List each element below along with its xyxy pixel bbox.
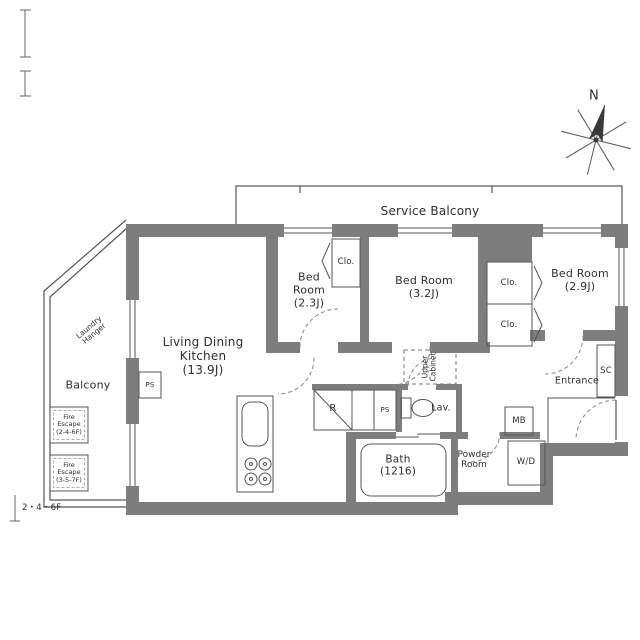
label-shoe-closet: SC [600,365,612,376]
room-label-balcony: Balcony [65,378,111,392]
kitchen-sink [241,401,269,447]
closet-box-lower [486,303,533,347]
north-label: N [589,88,599,104]
room-label-bed-room-3: Bed Room (2.9J) [551,267,609,293]
bathtub [360,443,447,497]
pipe-space-mid-box [373,389,397,431]
stove-burner [258,472,272,486]
ldk-door-arc [277,357,315,395]
room-label-ldk: Living Dining Kitchen (13.9J) [162,334,244,378]
label-closet-bed1: Clo. [337,256,355,267]
lav-door-arc [407,357,437,387]
shoe-closet-box [596,344,616,398]
room-label-bed-room-1: Bed Room (2.3J) [292,270,326,310]
pipe-space-left-box [138,371,162,399]
label-closet-upper: Clo. [500,277,518,288]
washer-dryer-box [507,440,546,486]
label-meter-box: MB [512,415,526,426]
meter-box [504,406,534,436]
room-label-bath: Bath (1216) [379,453,417,478]
wall-openings [126,224,628,486]
stove-burner [244,472,258,486]
entrance-step-line [547,397,615,443]
room-label-powder-room: Powder Room [457,449,491,470]
label-upper-cabinet: Upper Cabinet [420,352,438,382]
front-door-arc [575,399,617,441]
windows [129,227,625,486]
label-pipe-space-mid: PS [380,405,390,414]
bedroom1-door-arc [299,308,339,348]
stove-burner [258,457,272,471]
room-label-service-balcony: Service Balcony [380,203,480,218]
compass-icon [560,104,632,176]
toilet-bowl [411,399,435,417]
fire-escape-hatches [49,406,89,492]
label-fire-escape-upper: Fire Escape (2-4-6F) [56,413,82,436]
balcony-outline [43,219,128,508]
dimension-marks [10,9,31,522]
label-fridge: R [329,403,337,415]
closet-box-bed1 [331,238,361,288]
upper-cabinet-outline [403,349,457,385]
label-fire-escape-lower: Fire Escape (3-5-7F) [56,461,82,484]
label-closet-lower: Clo. [500,319,518,330]
door-arcs [277,308,617,463]
fixtures [138,238,616,497]
room-label-lav: Lav. [431,402,451,414]
room-label-bed-room-2: Bed Room (3.2J) [395,274,453,300]
toilet-tank [400,397,412,419]
stove-burner [244,457,258,471]
kitchen-counter [236,395,274,493]
powder-door-arc [469,431,501,463]
bedroom2-door-arc [391,346,431,386]
label-pipe-space-left: PS [145,380,155,389]
label-washer-dryer: W/D [516,456,536,467]
bedroom3-door-arc [544,335,584,375]
label-floor-indicator: 2・4・6F [22,502,62,513]
room-label-entrance: Entrance [554,375,600,387]
